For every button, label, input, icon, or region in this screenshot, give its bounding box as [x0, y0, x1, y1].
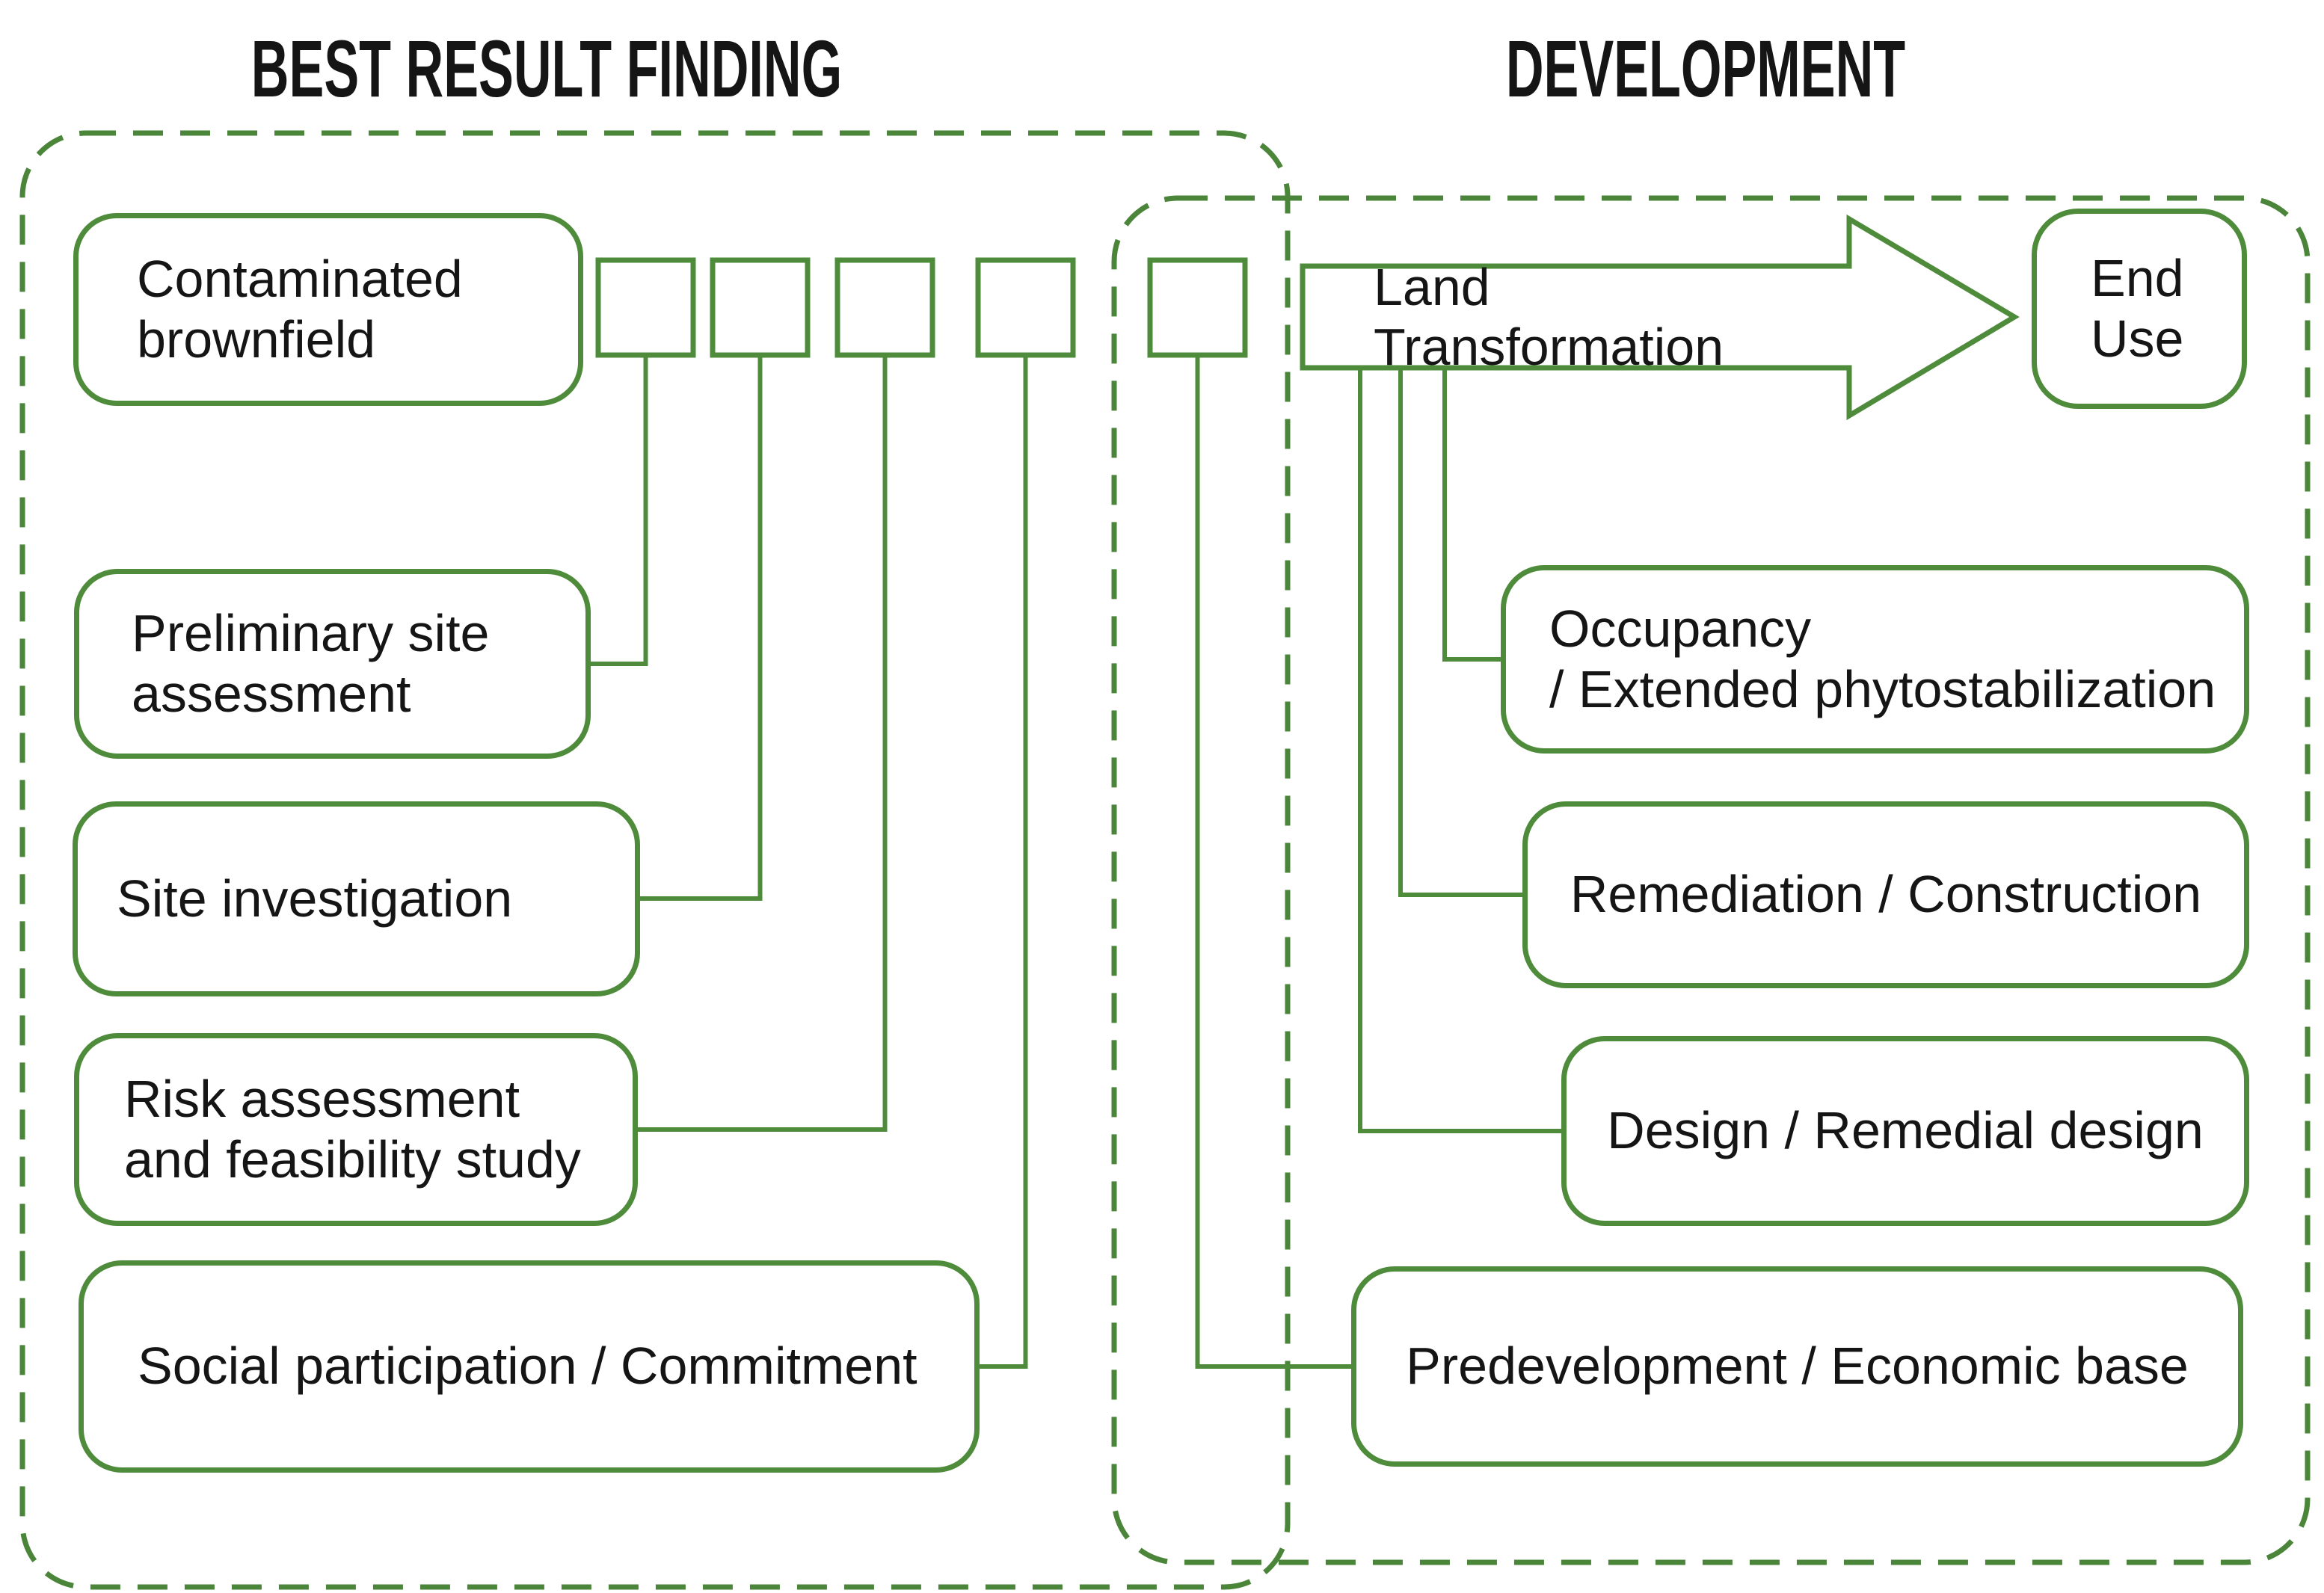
node-label: Preliminary site: [132, 603, 490, 662]
node-label: and feasibility study: [124, 1130, 581, 1189]
process-step-square-5: [1147, 257, 1248, 358]
land-transformation-arrow: [1300, 214, 2020, 421]
node-label: Contaminated: [137, 249, 463, 308]
node-label: Occupancy: [1549, 599, 1812, 658]
process-step-square-4: [975, 257, 1076, 358]
region-best-result-finding-outline: [19, 130, 1291, 1590]
connector-step1-preliminary: [591, 355, 648, 666]
process-step-square-3: [834, 257, 935, 358]
node-label: Use: [2091, 309, 2184, 368]
node-label: Site investigation: [117, 869, 513, 928]
title-development: DEVELOPMENT: [1505, 23, 1906, 114]
node-label: Risk assessment: [124, 1069, 520, 1128]
connector-step3-risk-assessment: [638, 355, 888, 1132]
node-label: brownfield: [137, 310, 376, 369]
connector-arrow-remediation: [1398, 368, 1522, 897]
node-end-use: End Use: [2032, 209, 2247, 409]
node-preliminary-site-assessment: Preliminary site assessment: [74, 569, 591, 759]
node-design-remedial-design: Design / Remedial design: [1561, 1036, 2249, 1226]
node-occupancy-extended-phytostabilization: Occupancy / Extended phytostabilization: [1501, 565, 2249, 754]
process-step-square-1: [595, 257, 696, 358]
node-label: Social participation / Commitment: [138, 1337, 917, 1396]
node-label: Remediation / Construction: [1570, 865, 2202, 924]
title-best-result-finding: BEST RESULT FINDING: [250, 23, 843, 114]
process-step-square-2: [710, 257, 811, 358]
node-site-investigation: Site investigation: [73, 801, 640, 996]
node-contaminated-brownfield: Contaminated brownfield: [73, 213, 583, 406]
node-label: Predevelopment / Economic base: [1406, 1337, 2189, 1396]
node-label: / Extended phytostabilization: [1549, 660, 2216, 718]
connector-step2-site-investigation: [640, 355, 763, 901]
node-predevelopment-economic-base: Predevelopment / Economic base: [1351, 1266, 2243, 1467]
connector-arrow-design: [1358, 368, 1561, 1133]
node-risk-assessment-feasibility: Risk assessment and feasibility study: [74, 1033, 638, 1226]
node-remediation-construction: Remediation / Construction: [1522, 801, 2249, 988]
connector-step5-predevelopment: [1195, 355, 1351, 1369]
land-transformation-label: Land Transformation: [1374, 258, 1724, 376]
region-development-outline: [1111, 195, 2311, 1565]
node-label: End: [2091, 248, 2184, 307]
connector-step4-social-participation: [980, 355, 1028, 1369]
connector-arrow-occupancy: [1442, 368, 1501, 662]
node-label: Design / Remedial design: [1607, 1101, 2204, 1160]
node-social-participation-commitment: Social participation / Commitment: [79, 1260, 980, 1473]
node-label: assessment: [132, 665, 411, 723]
